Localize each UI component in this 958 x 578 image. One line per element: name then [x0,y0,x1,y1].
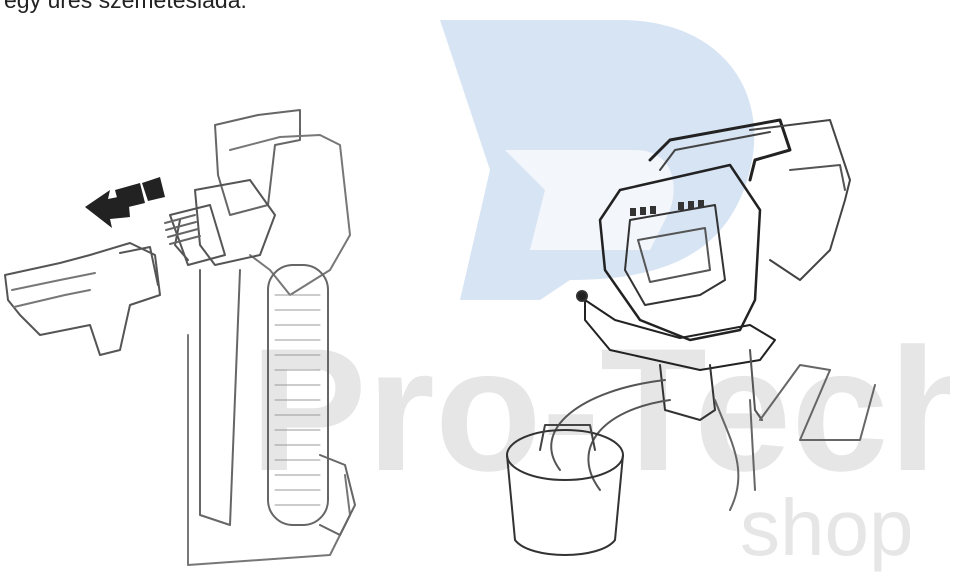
watermark-logo [440,20,755,300]
arrow-icon [85,177,165,228]
watermark-brand-main: Pro-Tech [250,325,950,508]
paint-sprayer-illustration [506,118,876,556]
watermark-text: Pro-Tech shop [250,325,950,572]
document-text-cut: egy üres szemetesládá. [4,0,247,13]
watermark-brand-sub: shop [740,483,913,572]
spray-gun-illustration [4,109,356,566]
